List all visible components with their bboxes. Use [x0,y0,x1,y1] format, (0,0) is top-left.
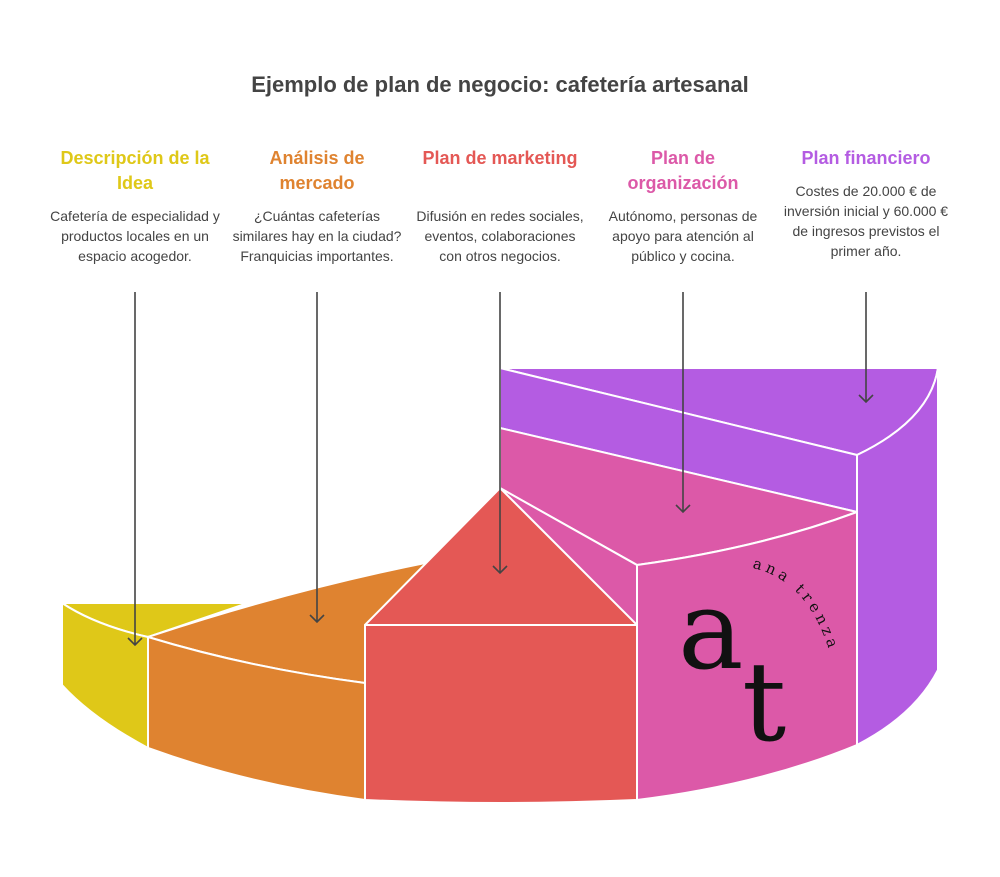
arrow-mercado [309,292,325,624]
section-text: Cafetería de especialidad y productos lo… [50,208,220,264]
section-financiero: Plan financiero Costes de 20.000 € de in… [781,146,951,261]
slice-marketing-side [364,624,638,804]
section-heading: Análisis de mercado [269,148,365,193]
section-organizacion: Plan de organización Autónomo, personas … [598,146,768,266]
section-heading: Plan de organización [627,148,739,193]
slice-financiero-side [856,367,939,746]
arrow-marketing [492,292,508,575]
logo-monogram: a [678,566,744,694]
arrow-idea [127,292,143,647]
section-text: Autónomo, personas de apoyo para atenció… [608,208,758,264]
page-title: Ejemplo de plan de negocio: cafetería ar… [251,72,749,97]
logo-monogram-t: t [742,638,786,766]
arrow-organizacion [675,292,691,514]
section-idea: Descripción de la Idea Cafetería de espe… [50,146,220,266]
section-text: Costes de 20.000 € de inversión inicial … [783,183,949,259]
section-mercado: Análisis de mercado ¿Cuántas cafeterías … [232,146,402,266]
arrow-financiero [858,292,874,404]
section-heading: Plan financiero [801,148,931,168]
section-heading: Descripción de la Idea [60,148,210,193]
section-marketing: Plan de marketing Difusión en redes soci… [415,146,585,266]
slice-organizacion-side [636,511,858,801]
section-heading: Plan de marketing [422,148,578,168]
section-text: Difusión en redes sociales, eventos, col… [416,208,584,264]
section-text: ¿Cuántas cafeterías similares hay en la … [232,208,402,264]
